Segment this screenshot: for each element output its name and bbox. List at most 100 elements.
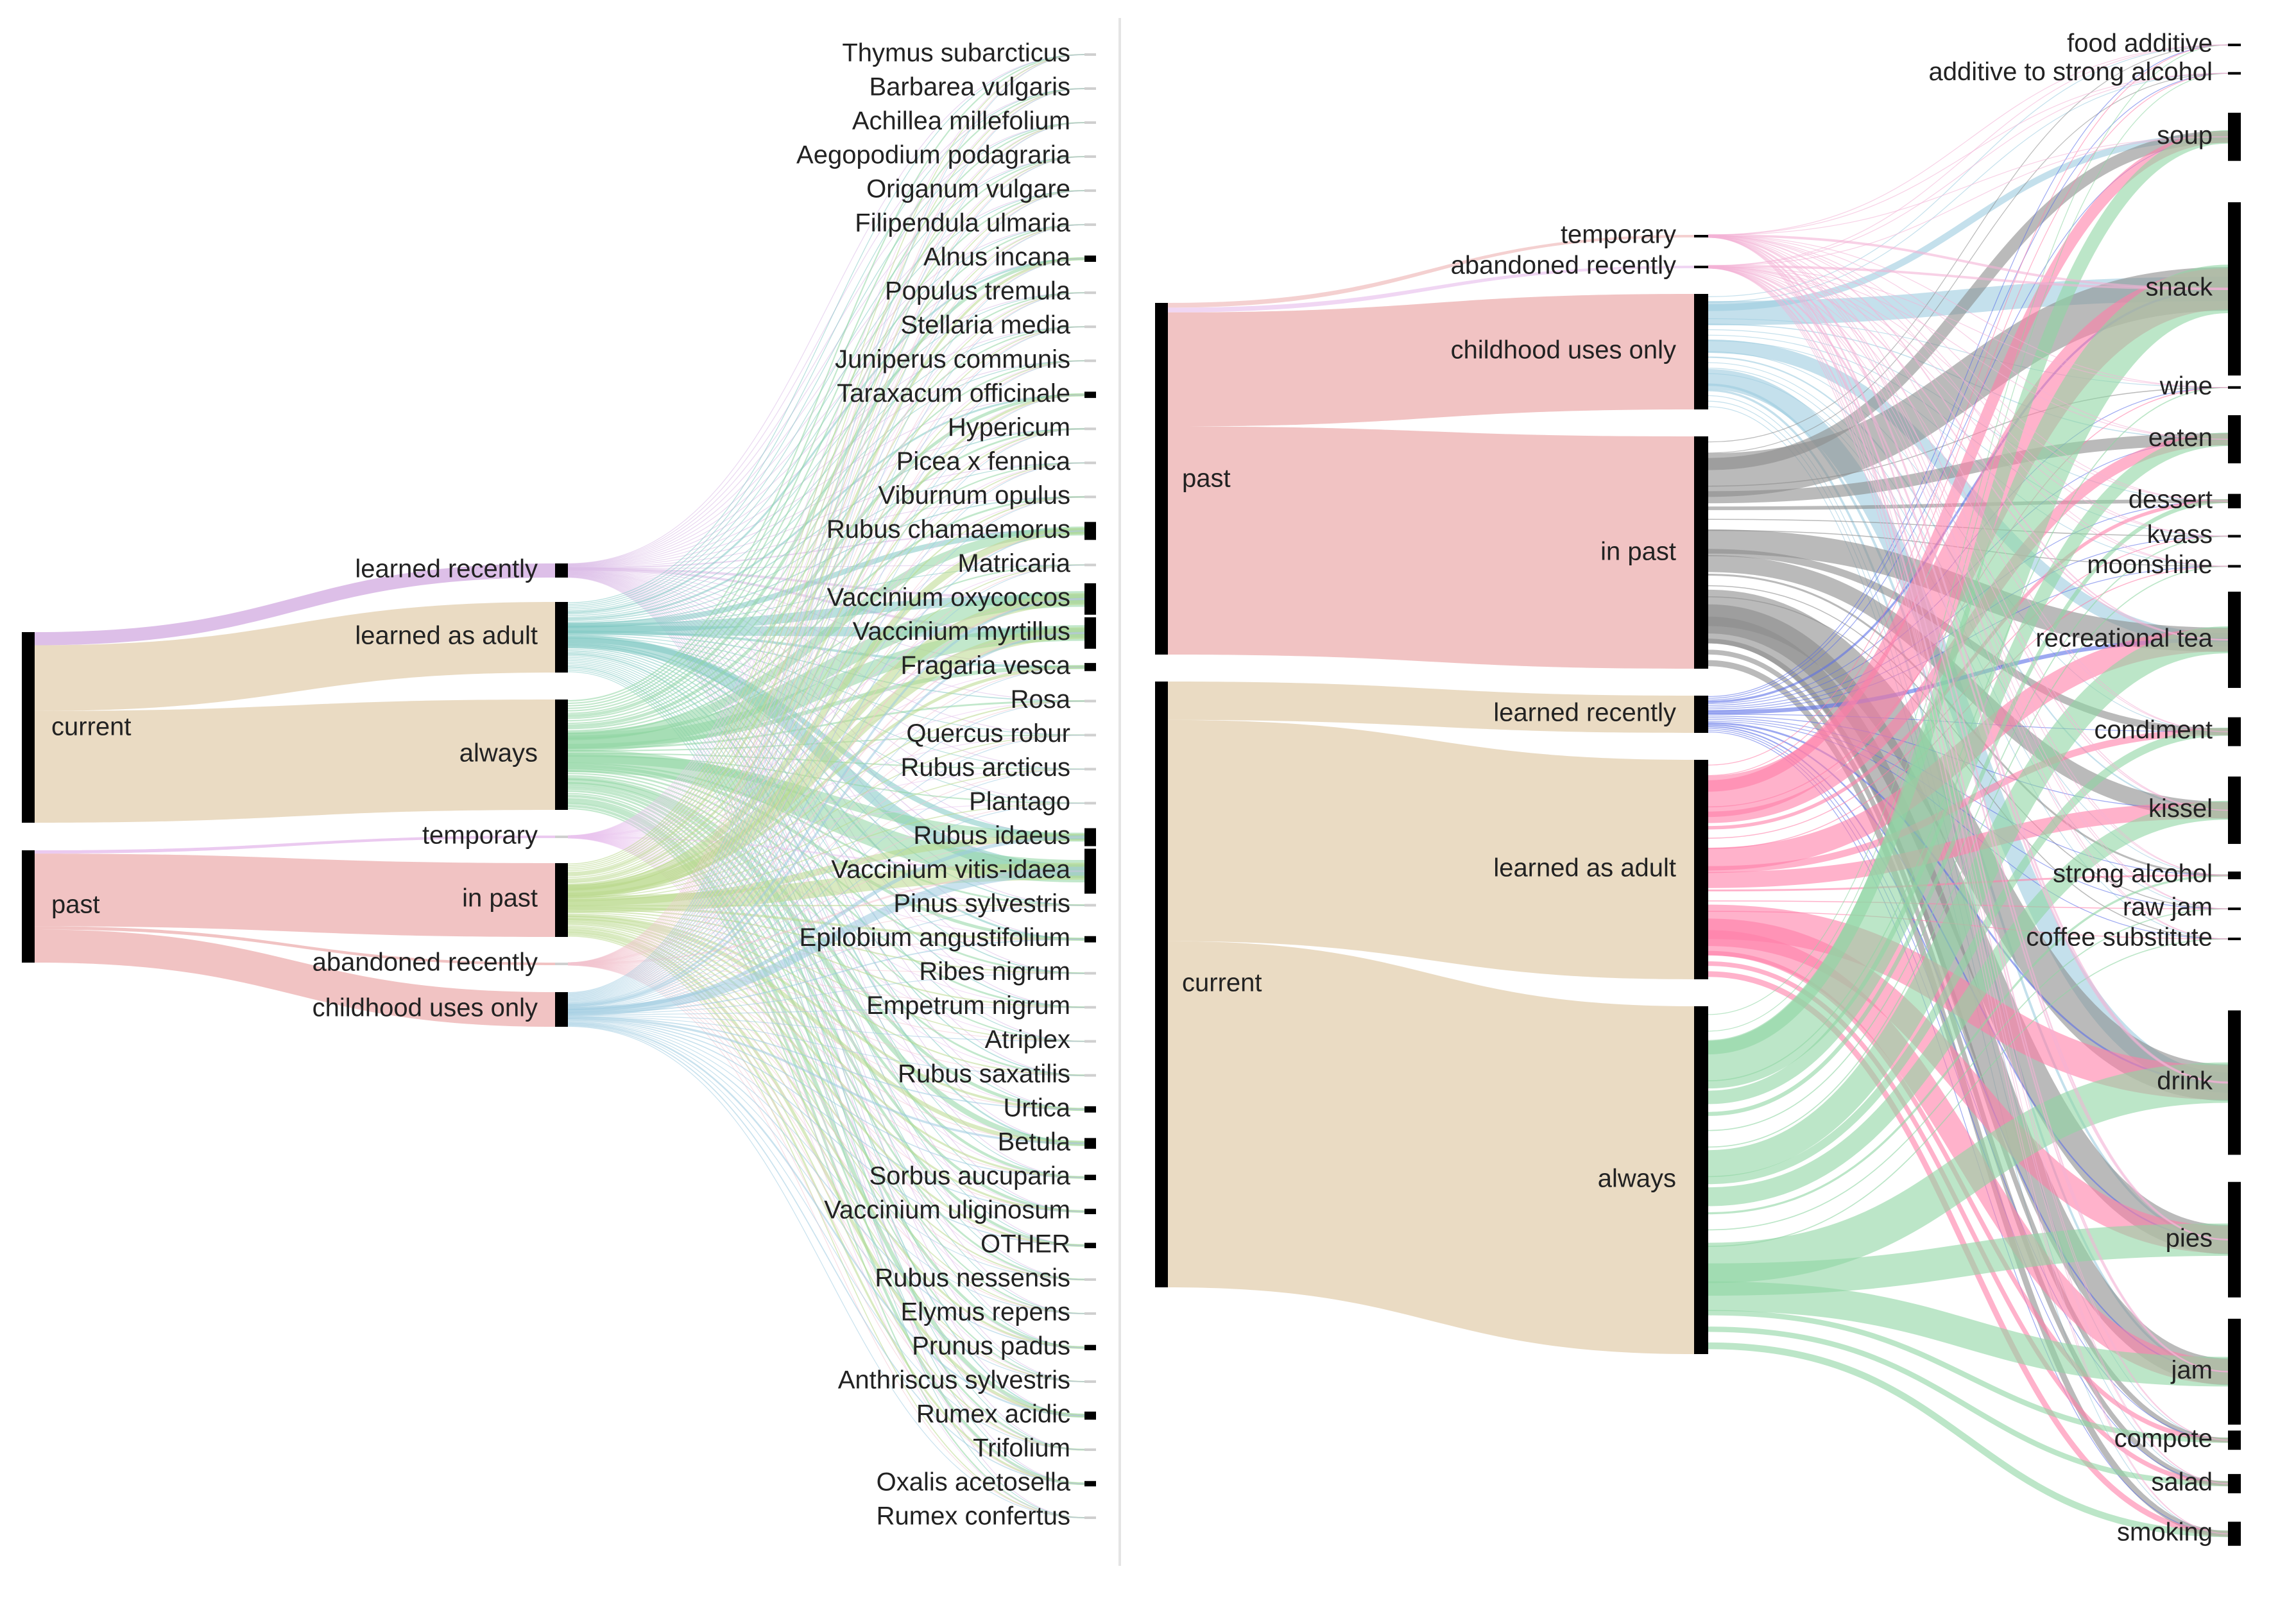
species-node-stellaria-media bbox=[1084, 325, 1096, 328]
species-label-prunus-padus: Prunus padus bbox=[912, 1332, 1070, 1360]
species-label-vaccinium-myrtillus: Vaccinium myrtillus bbox=[853, 617, 1070, 646]
species-node-picea-x-fennica bbox=[1084, 461, 1096, 464]
use-node-pies bbox=[2228, 1182, 2241, 1298]
left-node-label-current: current bbox=[51, 713, 132, 741]
right-node-past bbox=[1155, 303, 1168, 655]
species-label-urtica: Urtica bbox=[1004, 1094, 1071, 1122]
left-node-label-learned-recently: learned recently bbox=[355, 555, 538, 583]
use-label-condiment: condiment bbox=[2094, 716, 2213, 744]
right-node-temporary bbox=[1694, 235, 1708, 237]
species-node-rumex-confertus bbox=[1084, 1516, 1096, 1519]
left-node-label-in-past: in past bbox=[462, 884, 538, 913]
species-node-origanum-vulgare bbox=[1084, 189, 1096, 192]
use-node-additive-to-strong-alcohol bbox=[2228, 72, 2241, 74]
species-label-origanum-vulgare: Origanum vulgare bbox=[866, 175, 1070, 203]
species-label-juniperus-communis: Juniperus communis bbox=[835, 345, 1070, 373]
species-label-empetrum-nigrum: Empetrum nigrum bbox=[866, 991, 1070, 1020]
species-node-prunus-padus bbox=[1084, 1345, 1096, 1350]
species-node-thymus-subarcticus bbox=[1084, 53, 1096, 56]
use-label-snack: snack bbox=[2146, 273, 2213, 302]
use-label-drink: drink bbox=[2157, 1067, 2213, 1095]
species-label-viburnum-opulus: Viburnum opulus bbox=[878, 481, 1070, 510]
use-label-moonshine: moonshine bbox=[2087, 551, 2213, 579]
species-label-taraxacum-officinale: Taraxacum officinale bbox=[837, 379, 1070, 408]
use-label-compote: compote bbox=[2114, 1425, 2213, 1453]
species-label-rubus-arcticus: Rubus arcticus bbox=[900, 753, 1070, 782]
species-node-urtica bbox=[1084, 1106, 1096, 1113]
use-node-raw-jam bbox=[2228, 907, 2241, 910]
species-label-vaccinium-vitis-idaea: Vaccinium vitis-idaea bbox=[831, 855, 1070, 884]
species-label-rubus-idaeus: Rubus idaeus bbox=[913, 821, 1070, 850]
use-node-jam bbox=[2228, 1319, 2241, 1425]
right-node-label-past: past bbox=[1182, 465, 1231, 493]
right-node-abandoned-recently bbox=[1694, 266, 1708, 268]
use-label-coffee-substitute: coffee substitute bbox=[2026, 923, 2213, 952]
right-node-in-past bbox=[1694, 436, 1708, 669]
right-node-label-temporary: temporary bbox=[1561, 221, 1676, 249]
species-node-pinus-sylvestris bbox=[1084, 904, 1096, 907]
left-node-label-always: always bbox=[459, 739, 538, 768]
use-node-food-additive bbox=[2228, 44, 2241, 46]
species-label-picea-x-fennica: Picea x fennica bbox=[896, 447, 1071, 476]
left-node-temporary bbox=[555, 836, 568, 838]
species-label-pinus-sylvestris: Pinus sylvestris bbox=[893, 889, 1070, 918]
left-node-past bbox=[22, 850, 35, 963]
use-node-snack bbox=[2228, 202, 2241, 375]
species-label-rumex-confertus: Rumex confertus bbox=[877, 1502, 1070, 1531]
species-node-oxalis-acetosella bbox=[1084, 1481, 1096, 1486]
species-node-juniperus-communis bbox=[1084, 359, 1096, 362]
species-node-alnus-incana bbox=[1084, 255, 1096, 262]
species-node-fragaria-vesca bbox=[1084, 663, 1096, 671]
species-label-populus-tremula: Populus tremula bbox=[885, 277, 1071, 305]
use-label-salad: salad bbox=[2151, 1468, 2213, 1496]
species-node-epilobium-angustifolium bbox=[1084, 936, 1096, 943]
species-node-vaccinium-oxycoccos bbox=[1084, 583, 1096, 615]
use-label-kvass: kvass bbox=[2147, 520, 2213, 549]
species-node-vaccinium-vitis-idaea bbox=[1084, 849, 1096, 894]
species-node-ribes-nigrum bbox=[1084, 972, 1096, 975]
species-label-matricaria: Matricaria bbox=[957, 549, 1070, 578]
species-node-taraxacum-officinale bbox=[1084, 391, 1096, 398]
left-node-label-temporary: temporary bbox=[422, 821, 538, 850]
species-label-rubus-chamaemorus: Rubus chamaemorus bbox=[827, 515, 1070, 544]
left-node-current bbox=[22, 632, 35, 823]
species-node-filipendula-ulmaria bbox=[1084, 223, 1096, 226]
left-node-label-learned-as-adult: learned as adult bbox=[355, 622, 538, 650]
species-label-aegopodium-podagraria: Aegopodium podagraria bbox=[796, 141, 1071, 169]
use-node-compote bbox=[2228, 1430, 2241, 1450]
use-label-kissel: kissel bbox=[2148, 794, 2213, 823]
species-node-other bbox=[1084, 1243, 1096, 1248]
right-flow-current-to-learned-as-adult bbox=[1168, 720, 1694, 979]
use-label-strong-alcohol: strong alcohol bbox=[2053, 860, 2213, 888]
species-node-matricaria bbox=[1084, 563, 1096, 566]
species-label-sorbus-aucuparia: Sorbus aucuparia bbox=[869, 1162, 1070, 1190]
species-label-rumex-acidic: Rumex acidic bbox=[916, 1400, 1070, 1428]
species-label-fragaria-vesca: Fragaria vesca bbox=[900, 651, 1070, 680]
right-node-label-abandoned-recently: abandoned recently bbox=[1451, 252, 1676, 280]
species-label-other: OTHER bbox=[981, 1230, 1070, 1258]
species-label-atriplex: Atriplex bbox=[985, 1026, 1070, 1054]
use-label-additive-to-strong-alcohol: additive to strong alcohol bbox=[1929, 58, 2213, 86]
species-node-anthriscus-sylvestris bbox=[1084, 1380, 1096, 1383]
species-label-ribes-nigrum: Ribes nigrum bbox=[919, 957, 1070, 986]
right-node-learned-as-adult bbox=[1694, 760, 1708, 979]
species-label-betula: Betula bbox=[998, 1128, 1071, 1156]
left-node-label-childhood: childhood uses only bbox=[313, 994, 538, 1022]
use-node-dessert bbox=[2228, 494, 2241, 509]
species-node-rubus-chamaemorus bbox=[1084, 522, 1096, 540]
species-node-sorbus-aucuparia bbox=[1084, 1175, 1096, 1180]
use-node-condiment bbox=[2228, 717, 2241, 746]
left-flow-current-to-learned-as-adult bbox=[35, 602, 555, 711]
species-node-rubus-idaeus bbox=[1084, 828, 1096, 846]
left-node-label-past: past bbox=[51, 891, 100, 919]
right-node-always bbox=[1694, 1006, 1708, 1354]
right-node-label-learned-recently: learned recently bbox=[1493, 699, 1676, 727]
species-label-vaccinium-uliginosum: Vaccinium uliginosum bbox=[824, 1196, 1070, 1224]
use-label-eaten: eaten bbox=[2148, 424, 2213, 452]
species-node-vaccinium-uliginosum bbox=[1084, 1209, 1096, 1214]
species-node-populus-tremula bbox=[1084, 291, 1096, 294]
species-node-rosa bbox=[1084, 700, 1096, 702]
species-label-filipendula-ulmaria: Filipendula ulmaria bbox=[855, 209, 1070, 237]
right-node-childhood bbox=[1694, 294, 1708, 409]
